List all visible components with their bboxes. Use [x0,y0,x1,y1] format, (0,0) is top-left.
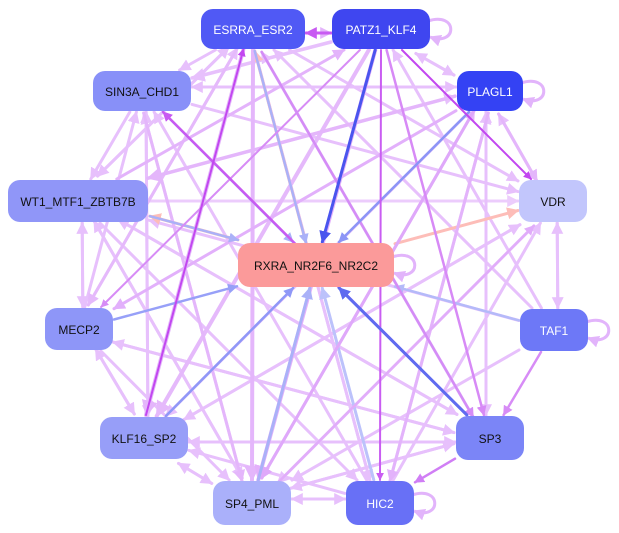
edge-sin3a-chd1-to-vdr [190,102,520,195]
edge-klf16-sp2-to-sin3a-chd1 [140,110,153,418]
node-box[interactable] [45,308,113,350]
edge-sp3-to-hic2 [413,457,457,484]
node-label: SP3 [479,432,502,446]
node-label: HIC2 [366,497,394,511]
node-box[interactable] [93,71,191,111]
node-hic2[interactable]: HIC2 [346,481,414,525]
self-loop-plagl1 [520,79,546,109]
node-label: SP4_PML [225,497,279,511]
edge-patz1-klf4-to-klf16-sp2 [154,48,371,418]
node-label: KLF16_SP2 [112,432,177,446]
edge-plagl1-to-patz1-klf4 [414,52,456,77]
node-label: TAF1 [540,324,569,338]
node-box[interactable] [456,416,524,460]
node-label: VDR [540,195,566,209]
edge-sp4-pml-to-rxra-nr2f6-nr2c2 [256,286,313,482]
edge-taf1-to-sp4-pml [290,348,521,482]
node-label: SIN3A_CHD1 [105,85,179,99]
edge-sp3-to-sp4-pml [289,442,456,492]
node-box[interactable] [332,9,430,49]
edge-patz1-klf4-to-rxra-nr2f6-nr2c2 [319,48,377,244]
node-box[interactable] [520,309,588,351]
self-loop-taf1 [585,318,611,348]
edge-hic2-to-sin3a-chd1 [152,110,369,482]
edge-plagl1-to-sp4-pml [260,108,476,480]
edge-klf16-sp2-to-mecp2 [94,347,136,416]
edge-sp4-pml-to-klf16-sp2 [177,461,214,485]
edge-esrra-esr2-to-sp3 [260,50,475,419]
node-label: WT1_MTF1_ZBTB7B [20,195,135,209]
edge-taf1-to-sp3 [502,350,543,417]
node-label: PLAGL1 [467,85,513,99]
edge-patz1-klf4-to-vdr [401,49,532,180]
node-wt1-mtf1-zbtb7b[interactable]: WT1_MTF1_ZBTB7B [8,180,148,222]
node-taf1[interactable]: TAF1 [520,309,588,351]
node-sp4-pml[interactable]: SP4_PML [213,481,291,525]
node-mecp2[interactable]: MECP2 [45,308,113,350]
node-box[interactable] [201,9,305,49]
edge-plagl1-to-vdr [497,112,539,183]
edge-hic2-to-rxra-nr2f6-nr2c2 [319,286,376,482]
edge-patz1-klf4-to-sp3 [385,48,487,417]
edge-esrra-esr2-to-sin3a-chd1 [178,48,217,72]
edge-plagl1-to-mecp2 [112,109,458,311]
self-loops-layer [391,17,611,521]
node-rxra-nr2f6-nr2c2[interactable]: RXRA_NR2F6_NR2C2 [238,243,394,287]
node-sp3[interactable]: SP3 [456,416,524,460]
node-vdr[interactable]: VDR [519,180,587,222]
node-patz1-klf4[interactable]: PATZ1_KLF4 [332,9,430,49]
node-box[interactable] [8,180,148,222]
node-sin3a-chd1[interactable]: SIN3A_CHD1 [93,71,191,111]
edge-plagl1-to-rxra-nr2f6-nr2c2 [337,110,471,244]
self-loop-patz1-klf4 [427,17,453,47]
edge-esrra-esr2-to-rxra-nr2f6-nr2c2 [253,49,309,245]
edge-klf16-sp2-to-rxra-nr2f6-nr2c2 [164,286,295,418]
edge-sp3-to-wt1-mtf1-zbtb7b [116,218,459,416]
node-klf16-sp2[interactable]: KLF16_SP2 [100,417,188,459]
edge-sp3-to-rxra-nr2f6-nr2c2 [337,286,469,417]
node-label: MECP2 [58,323,100,337]
node-box[interactable] [213,481,291,525]
edge-mecp2-to-wt1-mtf1-zbtb7b [76,221,89,309]
node-box[interactable] [238,243,394,287]
node-esrra-esr2[interactable]: ESRRA_ESR2 [201,9,305,49]
node-plagl1[interactable]: PLAGL1 [457,71,523,111]
node-box[interactable] [457,71,523,111]
edge-sp4-pml-to-wt1-mtf1-zbtb7b [92,219,244,480]
edge-vdr-to-taf1 [551,221,564,310]
edge-taf1-to-rxra-nr2f6-nr2c2 [393,284,521,322]
edge-esrra-esr2-to-mecp2 [86,46,239,307]
edge-wt1-mtf1-zbtb7b-to-rxra-nr2f6-nr2c2 [148,214,240,243]
edge-wt1-mtf1-zbtb7b-to-patz1-klf4 [115,48,346,181]
edge-klf16-sp2-to-esrra-esr2 [145,48,246,416]
self-loop-rxra-nr2f6-nr2c2 [391,253,417,283]
edge-sin3a-chd1-to-wt1-mtf1-zbtb7b [89,110,132,181]
node-box[interactable] [346,481,414,525]
self-loop-hic2 [411,491,437,521]
node-box[interactable] [100,417,188,459]
node-label: ESRRA_ESR2 [213,23,293,37]
node-label: RXRA_NR2F6_NR2C2 [254,259,378,273]
edge-plagl1-to-hic2 [386,111,490,483]
node-label: PATZ1_KLF4 [346,23,417,37]
node-box[interactable] [519,180,587,222]
edges-layer [76,27,564,505]
